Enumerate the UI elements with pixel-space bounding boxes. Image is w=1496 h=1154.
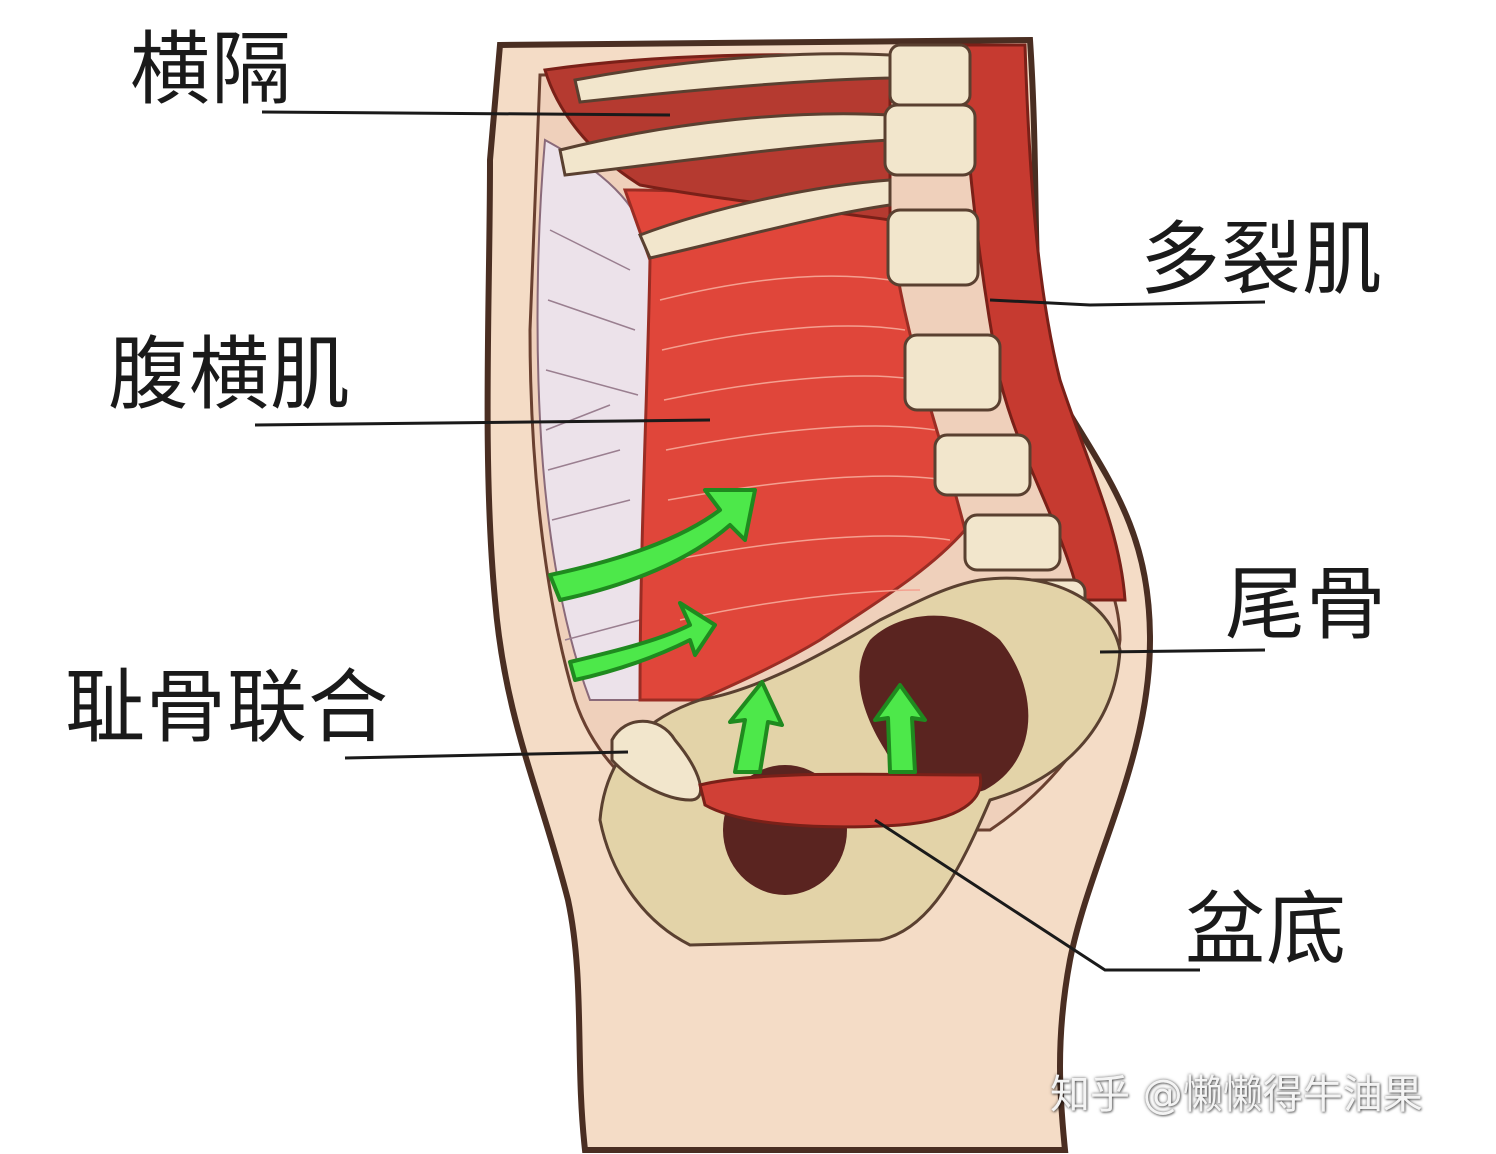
arrow-up-right-1 (548, 488, 757, 602)
label-pelvic-floor: 盆底 (1185, 883, 1347, 976)
spine (883, 43, 1087, 632)
multifidus-muscle (958, 43, 1127, 602)
leader-lines (254, 110, 1266, 972)
vertebra (963, 513, 1062, 572)
watermark-text: 知乎 @懒懒得牛油果 (1050, 1072, 1423, 1118)
label-transversus-abdominis: 腹横肌 (108, 328, 351, 421)
leader-multifidus (989, 298, 1266, 307)
label-diaphragm: 横隔 (130, 23, 292, 116)
vertebra (888, 43, 972, 107)
rib-3 (637, 178, 892, 260)
vertebra (933, 433, 1032, 497)
arrow-up-right-2 (568, 601, 717, 682)
fascia-fibers (545, 229, 641, 641)
leader-diaphragm (261, 110, 671, 117)
leader-transversus (254, 418, 711, 427)
label-pubic-symphysis: 耻骨联合 (65, 661, 389, 754)
leader-pubic-symphysis (344, 750, 629, 760)
arrow-up-1 (728, 680, 784, 774)
arrow-up-2 (873, 683, 927, 774)
leader-coccyx (1099, 648, 1266, 654)
pelvic-floor-muscle (698, 772, 983, 829)
leader-pelvic-floor (874, 818, 1200, 972)
vertebra (886, 208, 980, 287)
vertebra (903, 333, 1002, 412)
vertebra (883, 103, 977, 177)
label-multifidus: 多裂肌 (1140, 213, 1383, 306)
label-coccyx: 尾骨 (1225, 558, 1387, 651)
arrows (548, 488, 927, 774)
